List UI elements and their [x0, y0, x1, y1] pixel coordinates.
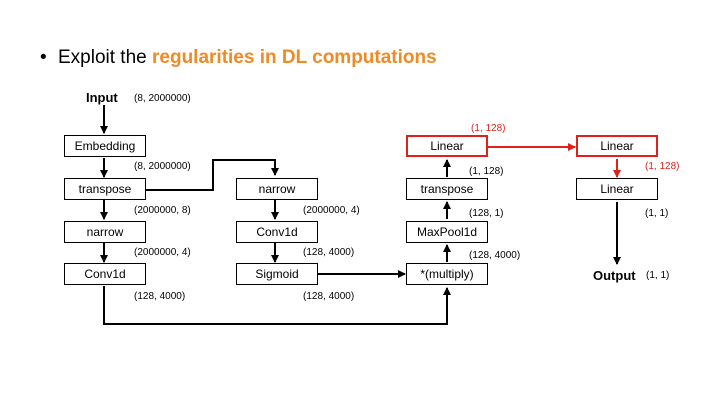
node-embedding: Embedding — [64, 135, 146, 157]
shape-after-narrow-2: (2000000, 4) — [303, 205, 360, 216]
shape-after-conv1d-1: (128, 4000) — [134, 291, 186, 302]
shape-after-sigmoid: (128, 4000) — [303, 291, 355, 302]
shape-after-linear-3: (1, 1) — [645, 208, 669, 219]
bullet-highlight: regularities in DL computations — [152, 47, 437, 68]
node-narrow-2: narrow — [236, 178, 318, 200]
shape-after-narrow-1: (2000000, 4) — [134, 247, 191, 258]
shape-after-embedding: (8, 2000000) — [134, 161, 191, 172]
shape-after-multiply: (128, 4000) — [469, 250, 521, 261]
output-label: Output — [593, 268, 636, 283]
node-linear-1: Linear — [406, 135, 488, 157]
shape-after-conv1d-2: (128, 4000) — [303, 247, 355, 258]
shape-after-transpose-2: (1, 128) — [469, 166, 504, 177]
bullet-point: • Exploit the regularities in DL computat… — [40, 47, 437, 69]
node-transpose-1: transpose — [64, 178, 146, 200]
node-transpose-2: transpose — [406, 178, 488, 200]
arrow-conv1d-multiply — [103, 286, 451, 325]
input-label: Input — [86, 90, 118, 105]
node-linear-3: Linear — [576, 178, 658, 200]
node-conv1d-2: Conv1d — [236, 221, 318, 243]
node-multiply: *(multiply) — [406, 263, 488, 285]
shape-after-maxpool: (128, 1) — [469, 208, 504, 219]
node-linear-2: Linear — [576, 135, 658, 157]
shape-output: (1, 1) — [646, 270, 670, 281]
arrow-transpose-narrow2 — [145, 159, 279, 191]
shape-after-linear-1: (1, 128) — [471, 123, 506, 134]
node-sigmoid: Sigmoid — [236, 263, 318, 285]
node-conv1d-1: Conv1d — [64, 263, 146, 285]
shape-after-transpose-1: (2000000, 8) — [134, 205, 191, 216]
bullet-text: Exploit the — [58, 47, 152, 68]
shape-after-linear-2: (1, 128) — [645, 161, 680, 172]
node-maxpool: MaxPool1d — [406, 221, 488, 243]
node-narrow-1: narrow — [64, 221, 146, 243]
bullet-marker: • — [40, 47, 47, 68]
shape-input: (8, 2000000) — [134, 93, 191, 104]
